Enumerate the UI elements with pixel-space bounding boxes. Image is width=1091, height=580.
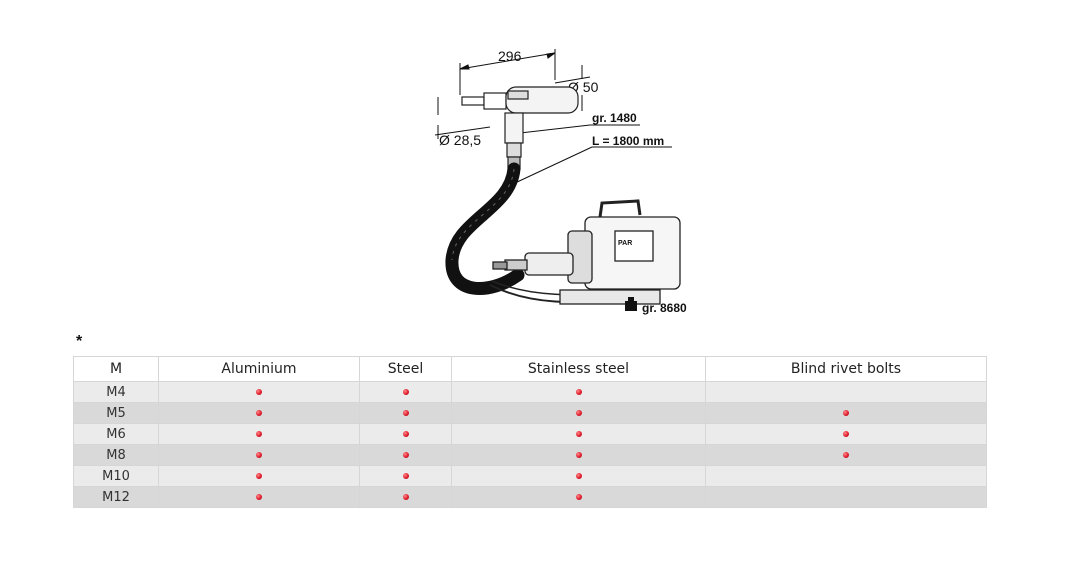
red-dot-icon bbox=[256, 410, 262, 416]
mark-cell bbox=[158, 423, 360, 445]
size-cell: M5 bbox=[73, 402, 159, 424]
header-aluminium: Aluminium bbox=[158, 356, 360, 382]
nose-diameter-label: Ø 28,5 bbox=[439, 132, 481, 148]
length-label: 296 bbox=[498, 48, 522, 64]
mark-cell bbox=[705, 444, 987, 466]
red-dot-icon bbox=[256, 431, 262, 437]
red-dot-icon bbox=[256, 494, 262, 500]
mark-cell bbox=[359, 423, 452, 445]
header-stainless-steel: Stainless steel bbox=[451, 356, 706, 382]
size-cell: M10 bbox=[73, 465, 159, 487]
red-dot-icon bbox=[402, 452, 409, 458]
red-dot-icon bbox=[402, 410, 409, 416]
red-dot-icon bbox=[402, 389, 409, 395]
weight-icon bbox=[625, 297, 637, 311]
mark-cell bbox=[705, 486, 987, 508]
hose-length-label: L = 1800 mm bbox=[592, 134, 664, 148]
table-row: M12 bbox=[73, 486, 987, 508]
mark-cell bbox=[359, 444, 452, 466]
tool-weight-label: gr. 1480 bbox=[592, 111, 637, 125]
mark-cell bbox=[158, 444, 360, 466]
leader-lines bbox=[514, 124, 672, 184]
mark-cell bbox=[158, 381, 360, 403]
red-dot-icon bbox=[575, 431, 582, 437]
rivet-tool-icon bbox=[461, 86, 579, 170]
mark-cell bbox=[158, 486, 360, 508]
size-cell: M12 bbox=[73, 486, 159, 508]
red-dot-icon bbox=[575, 389, 582, 395]
red-dot-icon bbox=[575, 410, 582, 416]
mark-cell bbox=[359, 402, 452, 424]
mark-cell bbox=[359, 381, 452, 403]
mark-cell bbox=[451, 444, 706, 466]
nose-diameter-dimension bbox=[434, 97, 491, 139]
table-row: M4 bbox=[73, 381, 987, 403]
red-dot-icon bbox=[402, 431, 409, 437]
header-blind-rivet-bolts: Blind rivet bolts bbox=[705, 356, 987, 382]
mark-cell bbox=[451, 402, 706, 424]
compatibility-table: M Aluminium Steel Stainless steel Blind … bbox=[73, 356, 987, 508]
red-dot-icon bbox=[402, 494, 409, 500]
red-dot-icon bbox=[256, 389, 262, 395]
hydraulic-unit-icon: PAR bbox=[492, 199, 681, 305]
red-dot-icon bbox=[575, 452, 582, 458]
red-dot-icon bbox=[402, 473, 409, 479]
red-dot-icon bbox=[256, 473, 262, 479]
size-cell: M8 bbox=[73, 444, 159, 466]
table-row: M10 bbox=[73, 465, 987, 487]
unit-logo: PAR bbox=[618, 240, 632, 247]
red-dot-icon bbox=[575, 473, 582, 479]
header-size: M bbox=[73, 356, 159, 382]
footnote-asterisk: * bbox=[76, 333, 83, 350]
red-dot-icon bbox=[575, 494, 582, 500]
red-dot-icon bbox=[256, 452, 262, 458]
red-dot-icon bbox=[843, 431, 849, 437]
mark-cell bbox=[359, 465, 452, 487]
body-diameter-dimension bbox=[554, 65, 591, 111]
mark-cell bbox=[451, 486, 706, 508]
mark-cell bbox=[705, 381, 987, 403]
mark-cell bbox=[451, 465, 706, 487]
unit-weight-label: gr. 8680 bbox=[642, 301, 687, 315]
size-cell: M4 bbox=[73, 381, 159, 403]
mark-cell bbox=[158, 465, 360, 487]
size-cell: M6 bbox=[73, 423, 159, 445]
table-row: M6 bbox=[73, 423, 987, 445]
tool-technical-drawing: 296 Ø 50 Ø 28,5 gr. 1480 L = 1800 mm bbox=[434, 48, 687, 315]
mark-cell bbox=[705, 465, 987, 487]
mark-cell bbox=[451, 381, 706, 403]
mark-cell bbox=[705, 423, 987, 445]
table-row: M8 bbox=[73, 444, 987, 466]
mark-cell bbox=[359, 486, 452, 508]
red-dot-icon bbox=[843, 452, 849, 458]
mark-cell bbox=[451, 423, 706, 445]
length-dimension bbox=[459, 49, 556, 95]
table-header-row: M Aluminium Steel Stainless steel Blind … bbox=[73, 356, 987, 382]
table-row: M5 bbox=[73, 402, 987, 424]
mark-cell bbox=[158, 402, 360, 424]
header-steel: Steel bbox=[359, 356, 452, 382]
red-dot-icon bbox=[843, 410, 849, 416]
mark-cell bbox=[705, 402, 987, 424]
